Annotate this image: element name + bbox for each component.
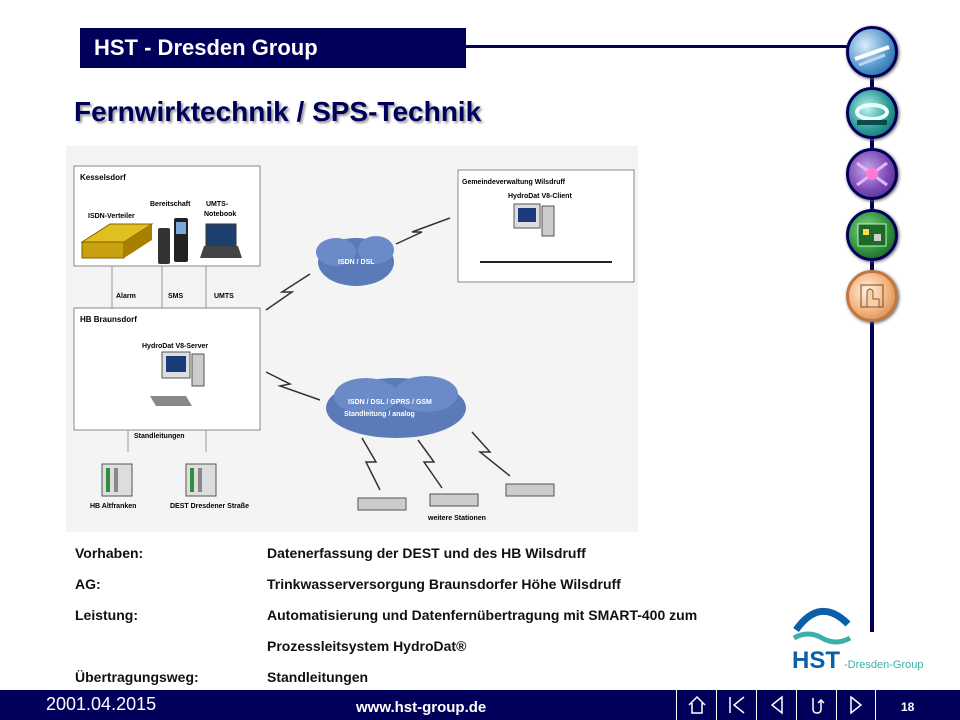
info-label: Vorhaben: (75, 545, 144, 561)
client-screen (518, 208, 536, 222)
touch-hand-icon (860, 284, 884, 308)
bereitschaft-label: Bereitschaft (150, 201, 191, 208)
wireless-link-icon (265, 371, 321, 401)
cloud-puff (394, 376, 458, 412)
page-number: 18 (901, 700, 915, 714)
next-icon (850, 695, 863, 715)
info-value: Prozessleitsystem HydroDat® (267, 638, 467, 654)
home-icon (687, 695, 706, 714)
cloud-puff (334, 378, 398, 414)
section-thumbnail-1[interactable] (846, 26, 898, 78)
alarm-label: Alarm (116, 293, 136, 300)
logo-text-main: HST (792, 647, 840, 674)
section-thumbnail-2[interactable] (846, 87, 898, 139)
grid-cells-icon (856, 161, 888, 187)
sms-label: SMS (168, 293, 184, 300)
network-diagram: Kesselsdorf Bereitschaft UMTS- Notebook … (66, 146, 638, 532)
server-keyboard (150, 396, 192, 406)
section-thumbnail-5[interactable] (846, 270, 898, 322)
isdn-splitter-front (81, 241, 125, 259)
plc-module (190, 468, 194, 492)
cloud-puff (358, 236, 394, 264)
info-label: AG: (75, 576, 101, 592)
home-button[interactable] (676, 690, 716, 720)
footer-bar (0, 690, 960, 720)
standleitungen-label: Standleitungen (134, 433, 185, 440)
cloud-puff (316, 238, 356, 266)
logo-text-sub: -Dresden-Group (844, 659, 923, 671)
server-screen (166, 356, 186, 372)
umts-label: UMTS (214, 293, 234, 300)
first-slide-icon (728, 696, 744, 714)
section-thumbnail-3[interactable] (846, 148, 898, 200)
return-button[interactable] (796, 690, 836, 720)
info-value: Automatisierung und Datenfernübertragung… (267, 607, 698, 623)
gsm-cloud-label-2: Standleitung / analog (344, 411, 415, 418)
info-label: Übertragungsweg: (75, 669, 199, 685)
wireless-link-icon (471, 431, 511, 477)
hydrodat-server-label: HydroDat V8-Server (142, 343, 208, 350)
notebook-screen-icon (205, 223, 237, 247)
gemeinde-label: Gemeindeverwaltung Wilsdruff (462, 179, 566, 186)
station-module-1 (357, 497, 407, 511)
info-label: Leistung: (75, 607, 138, 623)
section-thumbnail-4[interactable] (846, 209, 898, 261)
hb-altfranken-label: HB Altfranken (90, 503, 136, 510)
wireless-link-icon (265, 273, 311, 311)
circuit-board-icon (857, 223, 887, 247)
mobile-phone-1-icon (158, 228, 170, 264)
umts-notebook-label-1: UMTS- (206, 201, 229, 208)
logo-wave (792, 631, 852, 645)
previous-icon (770, 695, 783, 715)
weitere-stationen-label: weitere Stationen (427, 515, 486, 522)
info-value: Datenerfassung der DEST und des HB Wilsd… (267, 545, 586, 561)
kesselsdorf-label: Kesselsdorf (80, 173, 126, 182)
network-cable-icon (854, 45, 890, 67)
isdn-verteiler-label: ISDN-Verteiler (88, 213, 135, 220)
footer-url[interactable]: www.hst-group.de (356, 699, 487, 716)
vertical-rule (870, 60, 874, 632)
dest-dresdener-label: DEST Dresdener Straße (170, 503, 249, 510)
wireless-link-icon (417, 439, 443, 489)
slide-nav-buttons (676, 690, 876, 720)
plc-module (198, 468, 202, 492)
group-name-header: HST - Dresden Group (80, 28, 466, 68)
gsm-cloud-label-1: ISDN / DSL / GPRS / GSM (348, 399, 432, 406)
station-module-3 (505, 483, 555, 497)
wireless-link-icon (395, 217, 451, 245)
hst-logo: HST -Dresden-Group (790, 600, 930, 675)
return-icon (811, 698, 825, 714)
hydrodat-client-label: HydroDat V8-Client (508, 193, 572, 200)
notebook-base (200, 246, 242, 258)
info-value: Trinkwasserversorgung Braunsdorfer Höhe … (267, 576, 621, 592)
isdn-splitter-side (124, 224, 152, 258)
wireless-link-icon (361, 437, 381, 491)
next-slide-button[interactable] (836, 690, 876, 720)
hb-braunsdorf-label: HB Braunsdorf (80, 315, 137, 324)
phone-screen (176, 222, 186, 234)
plc-module (114, 468, 118, 492)
plc-module (106, 468, 110, 492)
previous-slide-button[interactable] (756, 690, 796, 720)
station-module-2 (429, 493, 479, 507)
pipes-icon (855, 103, 889, 125)
server-tower-icon (191, 353, 205, 387)
section-nav (846, 26, 902, 331)
umts-notebook-label-2: Notebook (204, 211, 236, 218)
isdn-dsl-label: ISDN / DSL (338, 259, 375, 266)
page-title: Fernwirktechnik / SPS-Technik (74, 96, 482, 127)
footer-date: 2001.04.2015 (46, 694, 157, 714)
logo-arc (793, 607, 851, 633)
info-value: Standleitungen (267, 669, 369, 685)
group-name: HST - Dresden Group (94, 35, 318, 60)
first-slide-button[interactable] (716, 690, 756, 720)
client-tower-icon (541, 205, 555, 237)
header-rule (466, 45, 850, 48)
